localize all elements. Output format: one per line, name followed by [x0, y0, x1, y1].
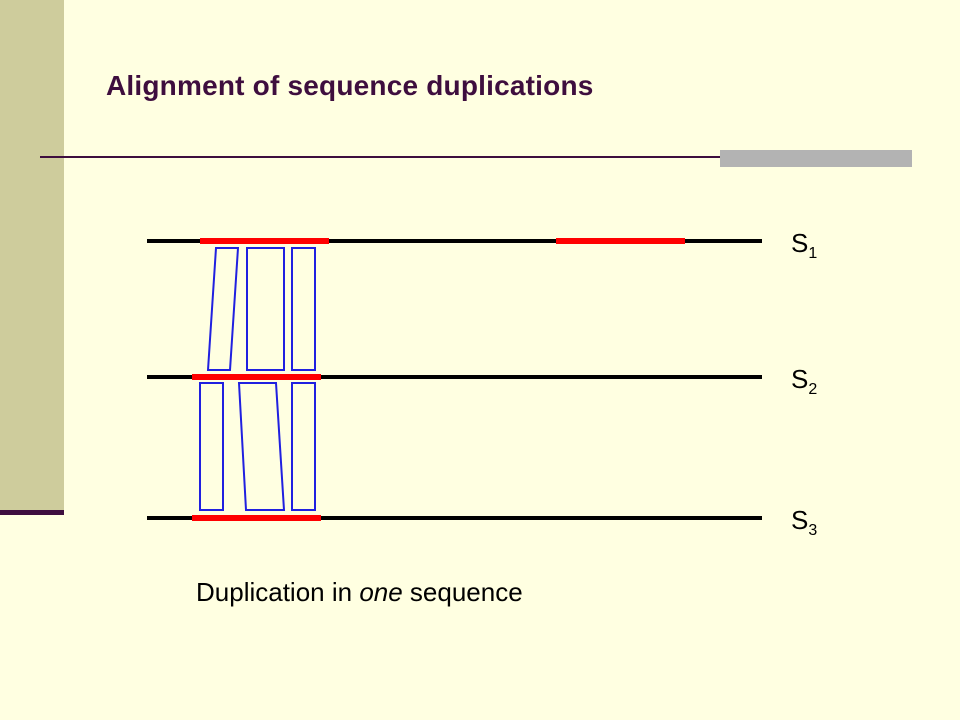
- title-divider-accent: [720, 150, 912, 167]
- alignment-block: [246, 247, 285, 371]
- side-bar: [0, 0, 64, 512]
- alignment-block: [291, 247, 316, 371]
- alignment-block: [291, 382, 316, 511]
- diagram-caption: Duplication in one sequence: [196, 577, 523, 607]
- side-bar-accent: [0, 510, 64, 515]
- sequence-label-s1: S1: [791, 228, 818, 262]
- slide-title: Alignment of sequence duplications: [106, 70, 594, 101]
- alignment-block: [237, 382, 286, 511]
- alignment-block: [199, 382, 224, 511]
- alignment-block: [206, 247, 240, 371]
- sequence-label-s2: S2: [791, 364, 818, 398]
- title-divider: [40, 156, 912, 158]
- sequence-label-s3: S3: [791, 505, 818, 539]
